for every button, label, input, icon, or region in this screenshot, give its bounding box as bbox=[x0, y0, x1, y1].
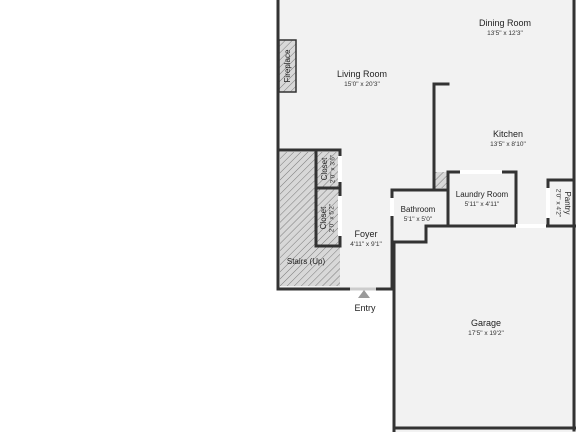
pantry-dim: 2'0" x 4'2" bbox=[554, 189, 561, 218]
foyer-name: Foyer bbox=[354, 229, 377, 239]
laundry-room-name: Laundry Room bbox=[456, 190, 509, 199]
bathroom-door bbox=[390, 198, 394, 216]
stairs-area bbox=[280, 152, 340, 286]
kitchen-dim: 13'5" x 8'10" bbox=[490, 141, 526, 148]
living-room-name: Living Room bbox=[337, 69, 387, 79]
closet-door-2 bbox=[338, 196, 342, 236]
kitchen-name: Kitchen bbox=[493, 129, 523, 139]
garage-floor bbox=[394, 226, 576, 432]
pantry-name: Pantry bbox=[563, 191, 572, 214]
closet-2-dim: 2'0" x 5'2" bbox=[329, 203, 336, 232]
closet-door-1 bbox=[338, 156, 342, 182]
living-room-dim: 15'0" x 20'3" bbox=[344, 81, 380, 88]
entry-arrow-icon bbox=[358, 290, 370, 298]
bathroom-dim: 5'1" x 5'0" bbox=[404, 216, 433, 223]
laundry-door bbox=[460, 170, 502, 174]
dining-room-dim: 13'5" x 12'3" bbox=[487, 30, 523, 37]
entry-label: Entry bbox=[354, 303, 376, 313]
pantry-door bbox=[546, 188, 550, 218]
door-openings bbox=[338, 156, 550, 236]
fireplace-label: Fireplace bbox=[283, 49, 292, 82]
stairs-label: Stairs (Up) bbox=[287, 257, 326, 266]
closet-1-name: Closet bbox=[320, 157, 329, 180]
laundry-room-dim: 5'11" x 4'11" bbox=[465, 201, 500, 208]
walls bbox=[276, 0, 576, 432]
closet-2-name: Closet bbox=[319, 206, 328, 229]
garage-door-opening bbox=[516, 224, 546, 228]
closet-1-dim: 2'0" x 3'6" bbox=[330, 154, 337, 183]
chimney-chase bbox=[434, 172, 448, 188]
dining-room-name: Dining Room bbox=[479, 18, 531, 28]
bathroom-floor bbox=[392, 190, 440, 242]
garage-dim: 17'5" x 19'2" bbox=[468, 330, 504, 337]
garage-name: Garage bbox=[471, 318, 501, 328]
foyer-dim: 4'11" x 9'1" bbox=[350, 241, 382, 248]
bathroom-name: Bathroom bbox=[401, 205, 436, 214]
